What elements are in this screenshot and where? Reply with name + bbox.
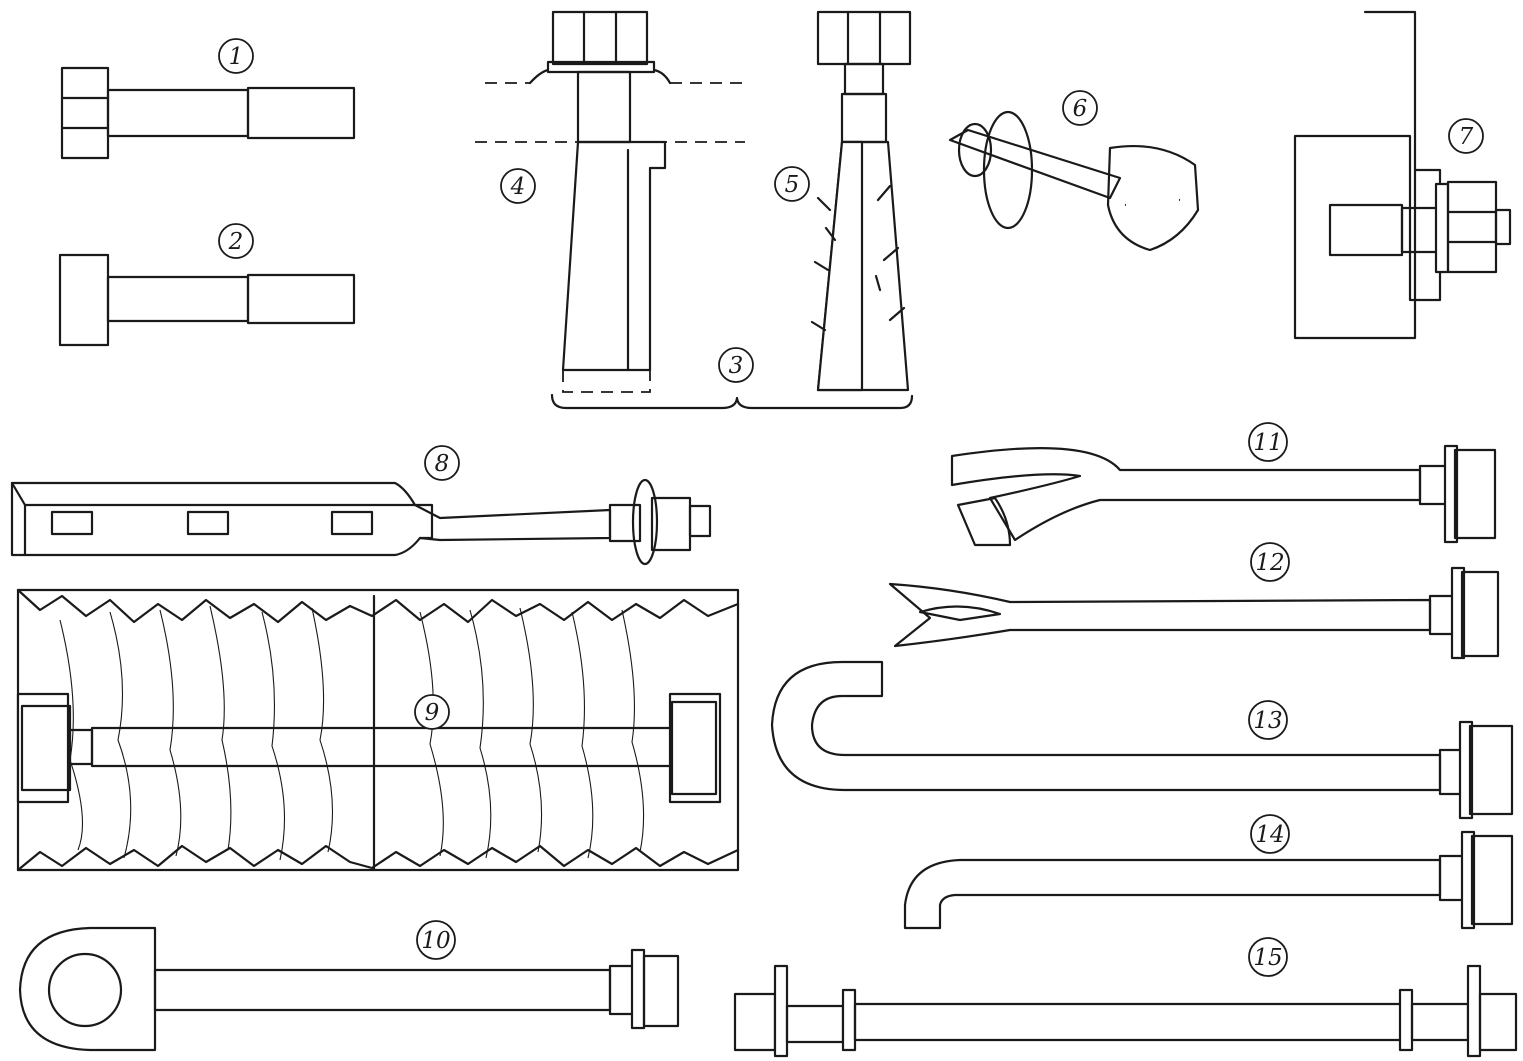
figure-label-6: 6	[1062, 90, 1098, 126]
figure-label-circle	[1448, 118, 1484, 154]
eye-bolt	[18, 926, 680, 1052]
figure-label-text: 11	[1253, 430, 1282, 456]
figure-label-text: 12	[1255, 550, 1284, 576]
figure-label-text: 14	[1255, 822, 1284, 848]
ragged-anchor-bolt	[810, 10, 912, 392]
double-end-stud-bolt	[733, 964, 1518, 1058]
split-end-bolt	[950, 444, 1497, 547]
strap-bolt	[10, 478, 712, 566]
figure-label-circle	[416, 920, 456, 960]
figure-label-circle	[500, 168, 536, 204]
fishtail-bolt	[888, 566, 1500, 660]
figure-label-7: 7	[1448, 118, 1484, 154]
figure-label-circle	[1250, 814, 1290, 854]
figure-label-text: 10	[421, 928, 450, 954]
figure-label-text: 6	[1073, 96, 1088, 122]
figure-label-5: 5	[774, 166, 810, 202]
figure-label-text: 2	[228, 229, 244, 255]
figure-label-circle	[218, 223, 254, 259]
figure-label-circle	[414, 694, 450, 730]
figure-label-8: 8	[424, 445, 460, 481]
figure-label-text: 1	[229, 44, 244, 70]
timber-through-bolt	[16, 588, 740, 872]
anchor-bolt-plate	[475, 10, 745, 393]
figure-label-circle	[424, 445, 460, 481]
figure-label-circle	[1062, 90, 1098, 126]
figure-label-circle	[1248, 700, 1288, 740]
figure-label-circle	[1248, 937, 1288, 977]
figure-label-text: 9	[425, 700, 440, 726]
figure-label-14: 14	[1250, 814, 1290, 854]
figure-label-15: 15	[1248, 937, 1288, 977]
figure-label-9: 9	[414, 694, 450, 730]
figure-label-1: 1	[218, 38, 254, 74]
figure-label-circle	[774, 166, 810, 202]
figure-label-13: 13	[1248, 700, 1288, 740]
figure-label-text: 5	[785, 172, 800, 198]
figure-label-circle	[718, 347, 754, 383]
figure-label-10: 10	[416, 920, 456, 960]
hex-head-bolt	[60, 66, 356, 160]
square-head-bolt	[58, 253, 356, 347]
bent-bolt-l	[903, 830, 1514, 930]
figure-label-circle	[1250, 542, 1290, 582]
figure-label-text: 3	[729, 353, 744, 379]
figure-label-text: 8	[435, 451, 450, 477]
figure-label-2: 2	[218, 223, 254, 259]
hook-bolt-j	[770, 660, 1514, 820]
brace-4-5	[550, 393, 914, 410]
figure-label-11: 11	[1248, 422, 1288, 462]
figure-label-3: 3	[718, 347, 754, 383]
figure-label-text: 13	[1253, 708, 1282, 734]
figure-label-text: 4	[510, 174, 526, 200]
ring-bolt	[948, 110, 1227, 383]
figure-label-12: 12	[1250, 542, 1290, 582]
wall-bolt	[1293, 10, 1512, 340]
figure-label-circle	[218, 38, 254, 74]
figure-label-text: 7	[1459, 124, 1474, 150]
figure-label-circle	[1248, 422, 1288, 462]
figure-label-text: 15	[1253, 945, 1282, 971]
figure-label-4: 4	[500, 168, 536, 204]
